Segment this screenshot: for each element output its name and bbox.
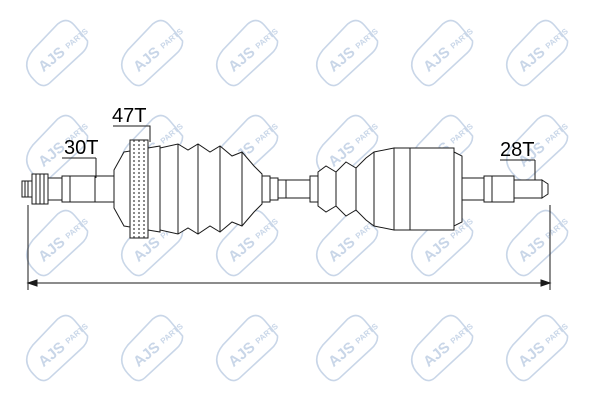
callout-lines [62, 125, 536, 180]
outer-spline-shaft [61, 175, 115, 203]
label-30t: 30T [64, 137, 98, 159]
outer-boot [159, 143, 263, 235]
inner-spline-shaft [483, 175, 549, 203]
bar-shaft [277, 175, 319, 203]
length-dimension [26, 205, 552, 290]
leader-47t [113, 125, 151, 142]
outer-clamp [261, 175, 279, 203]
abs-ring [129, 139, 149, 239]
label-47t: 47T [112, 105, 146, 127]
threaded-tip [21, 173, 63, 205]
drive-shaft [21, 139, 549, 239]
label-28t: 28T [500, 139, 534, 161]
inner-cv-housing [393, 147, 484, 231]
